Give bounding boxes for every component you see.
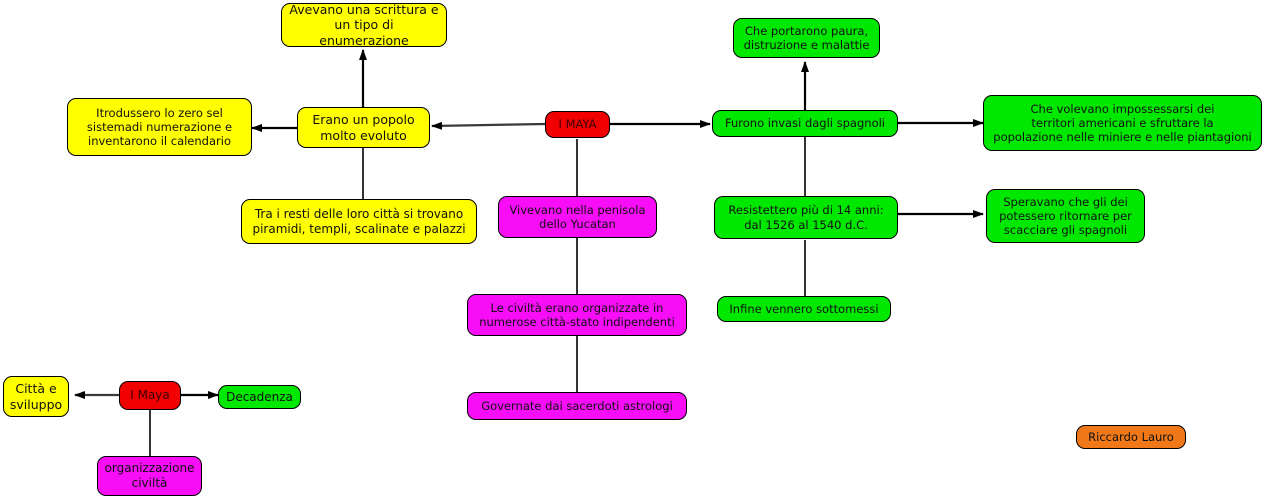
node-legend-i-maya[interactable]: I Maya bbox=[119, 381, 181, 410]
node-resti-citta[interactable]: Tra i resti delle loro città si trovano … bbox=[241, 199, 477, 244]
node-legend-decadenza[interactable]: Decadenza bbox=[218, 385, 301, 409]
node-sottomessi[interactable]: Infine vennero sottomessi bbox=[717, 296, 891, 322]
node-legend-citta-sviluppo[interactable]: Città e sviluppo bbox=[3, 376, 69, 417]
edge-centro-popolo bbox=[431, 121, 546, 130]
node-citta-stato[interactable]: Le civiltà erano organizzate in numerose… bbox=[467, 294, 687, 336]
node-sacerdoti-astrologi[interactable]: Governate dai sacerdoti astrologi bbox=[467, 392, 687, 420]
node-invasi-spagnoli[interactable]: Furono invasi dagli spagnoli bbox=[712, 110, 898, 137]
node-scrittura[interactable]: Avevano una scrittura e un tipo di enume… bbox=[281, 2, 447, 48]
node-zero-calendario[interactable]: Itrodussero lo zero sel sistemadi numera… bbox=[67, 98, 252, 156]
node-resistettero[interactable]: Resistettero più di 14 anni: dal 1526 al… bbox=[714, 196, 898, 239]
node-i-maya-centro[interactable]: I MAYA bbox=[545, 111, 610, 138]
node-territori-americani[interactable]: Che volevano impossessarsi dei territori… bbox=[983, 95, 1262, 151]
node-popolo-evoluto[interactable]: Erano un popolo molto evoluto bbox=[297, 107, 430, 148]
node-legend-organizzazione[interactable]: organizzazione civiltà bbox=[97, 456, 202, 496]
node-yucatan[interactable]: Vivevano nella penisola dello Yucatan bbox=[498, 196, 657, 238]
node-paura-distruzione[interactable]: Che portarono paura, distruzione e malat… bbox=[733, 18, 880, 58]
node-autore[interactable]: Riccardo Lauro bbox=[1076, 425, 1186, 449]
node-speravano-dei[interactable]: Speravano che gli dei potessero ritornar… bbox=[986, 189, 1145, 243]
